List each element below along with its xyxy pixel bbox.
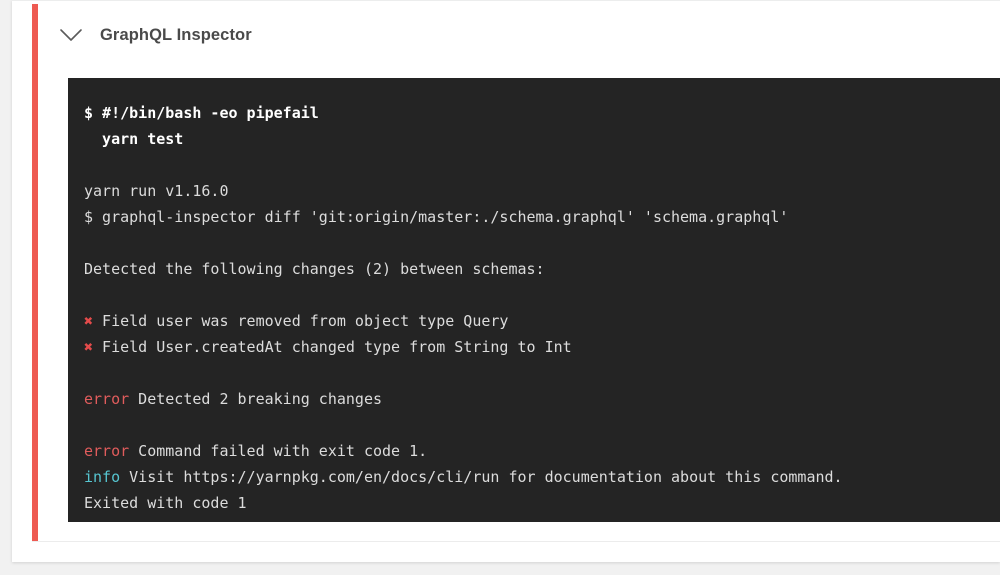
card-top-divider	[12, 0, 1000, 1]
log-line: yarn run v1.16.0	[84, 178, 1000, 204]
log-text: Detected 2 breaking changes	[129, 390, 383, 408]
job-bottom-divider	[32, 541, 1000, 542]
log-line	[84, 230, 1000, 256]
log-command-text: $ #!/bin/bash -eo pipefail	[84, 104, 319, 122]
log-line: Detected the following changes (2) betwe…	[84, 256, 1000, 282]
job-title: GraphQL Inspector	[100, 25, 252, 44]
breaking-change-cross-icon: ✖	[84, 312, 94, 330]
log-level-tag-error: error	[84, 442, 130, 460]
log-line: $ graphql-inspector diff 'git:origin/mas…	[84, 204, 1000, 230]
log-text: Exited with code 1	[84, 494, 247, 512]
log-text: Field user was removed from object type …	[93, 312, 509, 330]
log-line	[84, 412, 1000, 438]
log-line	[84, 360, 1000, 386]
log-text: yarn run v1.16.0	[84, 182, 229, 200]
log-line: info Visit https://yarnpkg.com/en/docs/c…	[84, 464, 1000, 490]
build-log-output: $ #!/bin/bash -eo pipefail yarn test yar…	[84, 100, 1000, 516]
chevron-down-icon[interactable]	[58, 22, 84, 48]
log-text: Detected the following changes (2) betwe…	[84, 260, 545, 278]
log-line: ✖ Field user was removed from object typ…	[84, 308, 1000, 334]
breaking-change-cross-icon: ✖	[84, 338, 94, 356]
log-line	[84, 152, 1000, 178]
log-text: $ graphql-inspector diff 'git:origin/mas…	[84, 208, 789, 226]
log-line: Exited with code 1	[84, 490, 1000, 516]
log-level-tag-error: error	[84, 390, 130, 408]
log-text: Field User.createdAt changed type from S…	[93, 338, 572, 356]
log-command-text: yarn test	[84, 130, 184, 148]
log-text: Visit https://yarnpkg.com/en/docs/cli/ru…	[120, 468, 843, 486]
job-status-accent-bar	[32, 4, 38, 541]
log-line: $ #!/bin/bash -eo pipefail	[84, 100, 1000, 126]
log-line: error Detected 2 breaking changes	[84, 386, 1000, 412]
log-text: Command failed with exit code 1.	[129, 442, 428, 460]
build-log-terminal[interactable]: $ #!/bin/bash -eo pipefail yarn test yar…	[68, 78, 1000, 522]
job-card: GraphQL Inspector $ #!/bin/bash -eo pipe…	[12, 0, 1000, 562]
log-line	[84, 282, 1000, 308]
job-header[interactable]: GraphQL Inspector	[58, 16, 252, 54]
log-line: yarn test	[84, 126, 1000, 152]
log-level-tag-info: info	[84, 468, 121, 486]
log-line: ✖ Field User.createdAt changed type from…	[84, 334, 1000, 360]
log-line: error Command failed with exit code 1.	[84, 438, 1000, 464]
